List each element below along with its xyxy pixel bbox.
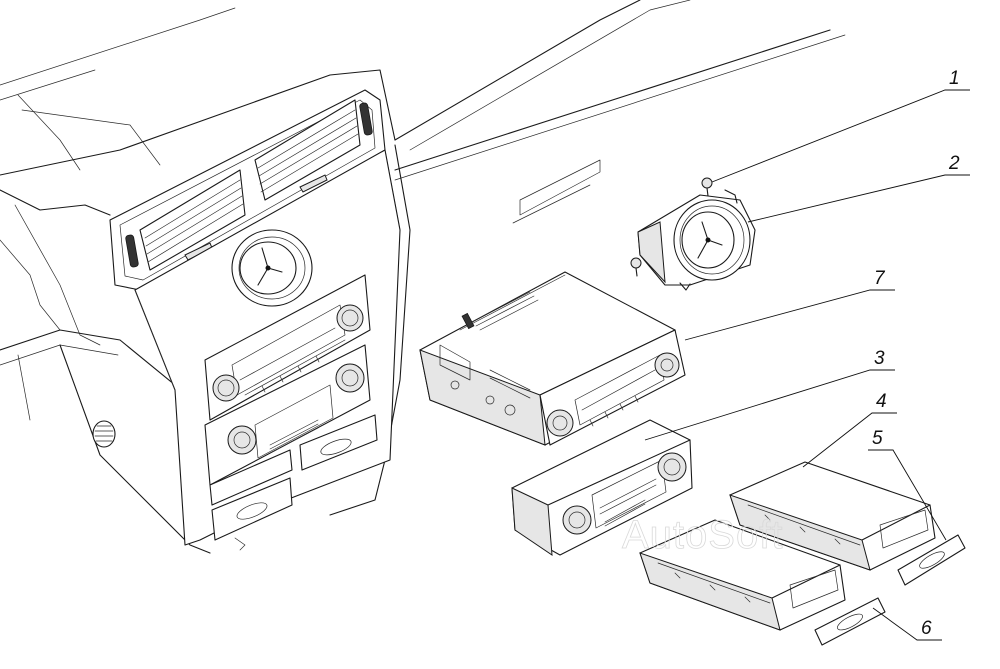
dashboard-assembly [0, 0, 846, 554]
storage-tray-part-4-lower [639, 519, 846, 631]
callout-4: 4 [802, 391, 897, 468]
clock-icon [673, 199, 751, 281]
dash-radio [204, 274, 371, 421]
cover-plate-part-6 [814, 597, 886, 646]
callout-3: 3 [644, 348, 895, 441]
cover-plate-part-5 [897, 534, 966, 586]
callout-label-7: 7 [874, 268, 886, 289]
speaker-grille-icon [92, 420, 116, 448]
callout-label-2: 2 [948, 153, 960, 174]
dash-clock [231, 229, 313, 307]
callout-6: 6 [872, 607, 942, 641]
callout-label-1: 1 [949, 68, 960, 89]
head-unit-part-7 [419, 271, 686, 446]
screw-part-1 [630, 177, 713, 277]
callout-7: 7 [684, 268, 895, 341]
climate-unit-part-3 [511, 419, 693, 556]
screw-icon [630, 257, 642, 277]
storage-tray-part-4-upper [729, 461, 936, 571]
watermark-text: AutoSoft [622, 513, 783, 557]
screw-icon [701, 177, 713, 197]
callout-label-4: 4 [876, 391, 887, 412]
callout-5: 5 [868, 428, 947, 541]
clock-part-2 [637, 189, 756, 291]
callout-label-5: 5 [872, 428, 883, 449]
callout-2: 2 [747, 153, 970, 223]
callout-label-3: 3 [874, 348, 885, 369]
callout-label-6: 6 [921, 618, 932, 639]
dash-climate-panel [204, 344, 371, 486]
callout-1: 1 [711, 68, 970, 183]
